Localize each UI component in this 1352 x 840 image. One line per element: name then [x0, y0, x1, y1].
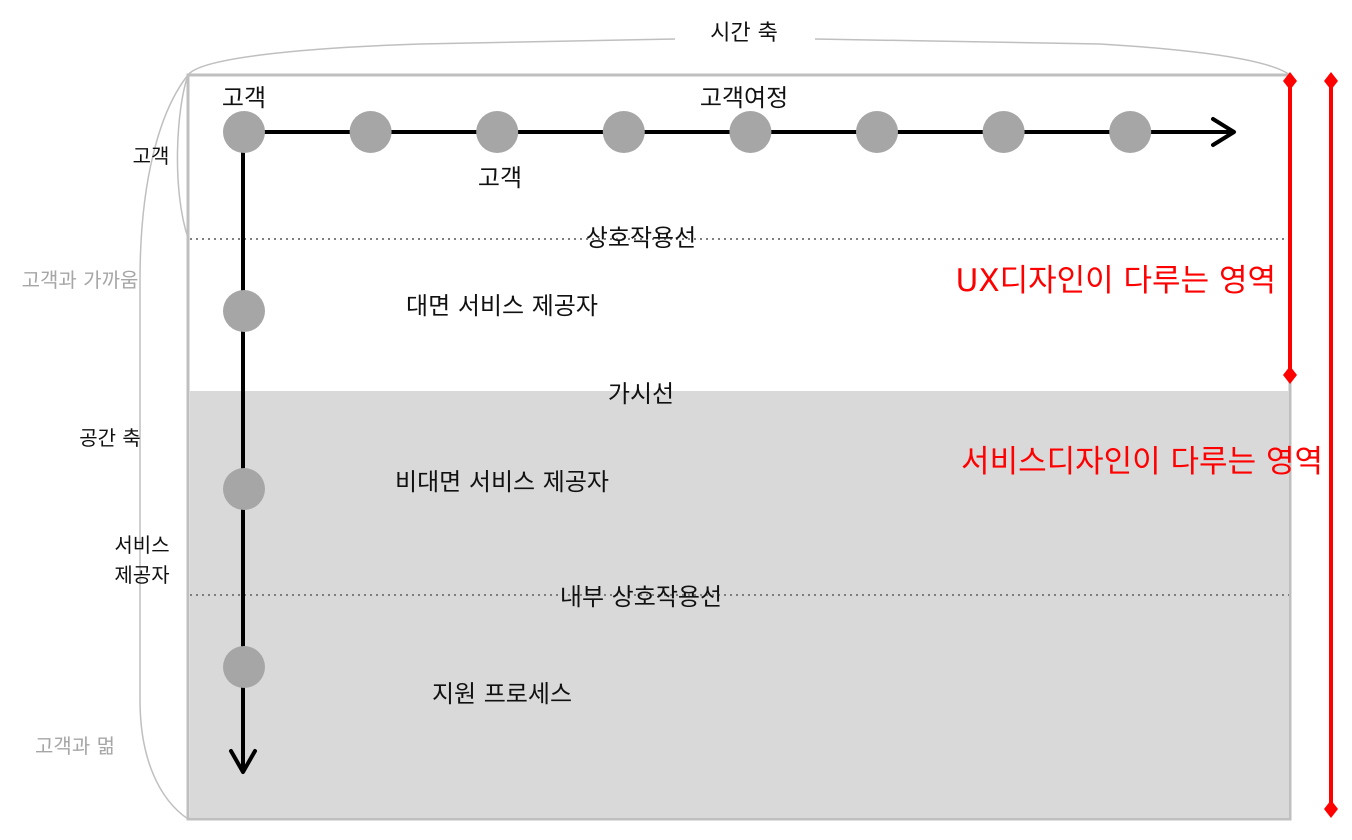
service-range-label: 서비스디자인이 다루는 영역: [961, 444, 1323, 480]
journey-node: [349, 111, 392, 153]
journey-nodes: [223, 111, 1152, 153]
journey-node: [1109, 111, 1152, 153]
journey-node: [982, 111, 1025, 153]
time-axis-brace-right: [814, 38, 1291, 76]
space-axis-brace: [139, 74, 189, 820]
support-lane-label: 지원 프로세스: [432, 680, 572, 708]
side-label-far-customer: 고객과 멂: [35, 734, 115, 758]
backstage-lane-label: 비대면 서비스 제공자: [395, 468, 609, 496]
customer-brace: [176, 74, 189, 239]
time-axis-brace-left: [187, 38, 676, 76]
internal-interaction-line-label: 내부 상호작용선: [560, 583, 722, 611]
time-axis-label: 시간 축: [710, 21, 778, 46]
journey-node: [223, 111, 265, 153]
journey-point-label: 고객: [478, 164, 522, 192]
side-label-near-customer: 고객과 가까움: [22, 268, 139, 292]
visibility-line-label: 가시선: [608, 380, 674, 408]
journey-node: [729, 111, 772, 153]
journey-node: [476, 111, 519, 153]
journey-node: [602, 111, 645, 153]
journey-arrow-head: [1211, 117, 1236, 147]
side-label-customer: 고객: [133, 144, 170, 168]
journey-node: [856, 111, 898, 153]
support-node: [223, 646, 265, 688]
side-label-provider-line1: 서비스: [114, 533, 169, 557]
side-label-space-axis: 공간 축: [79, 426, 141, 450]
journey-title: 고객여정: [700, 84, 788, 112]
backstage-node: [223, 468, 265, 510]
service-range-cap-top: [1324, 72, 1338, 90]
ux-range-cap-top: [1283, 72, 1297, 90]
backstage-area: [190, 391, 1289, 818]
interaction-line-label: 상호작용선: [586, 224, 696, 252]
frontstage-lane-label: 대면 서비스 제공자: [406, 292, 598, 320]
ux-range-cap-bottom: [1283, 366, 1297, 384]
service-range-cap-bottom: [1324, 800, 1338, 818]
journey-start-label: 고객: [222, 84, 266, 112]
frontstage-node: [223, 290, 265, 332]
ux-range-label: UX디자인이 다루는 영역: [956, 263, 1276, 299]
side-label-provider-line2: 제공자: [114, 563, 169, 587]
space-arrow-head: [229, 749, 257, 774]
